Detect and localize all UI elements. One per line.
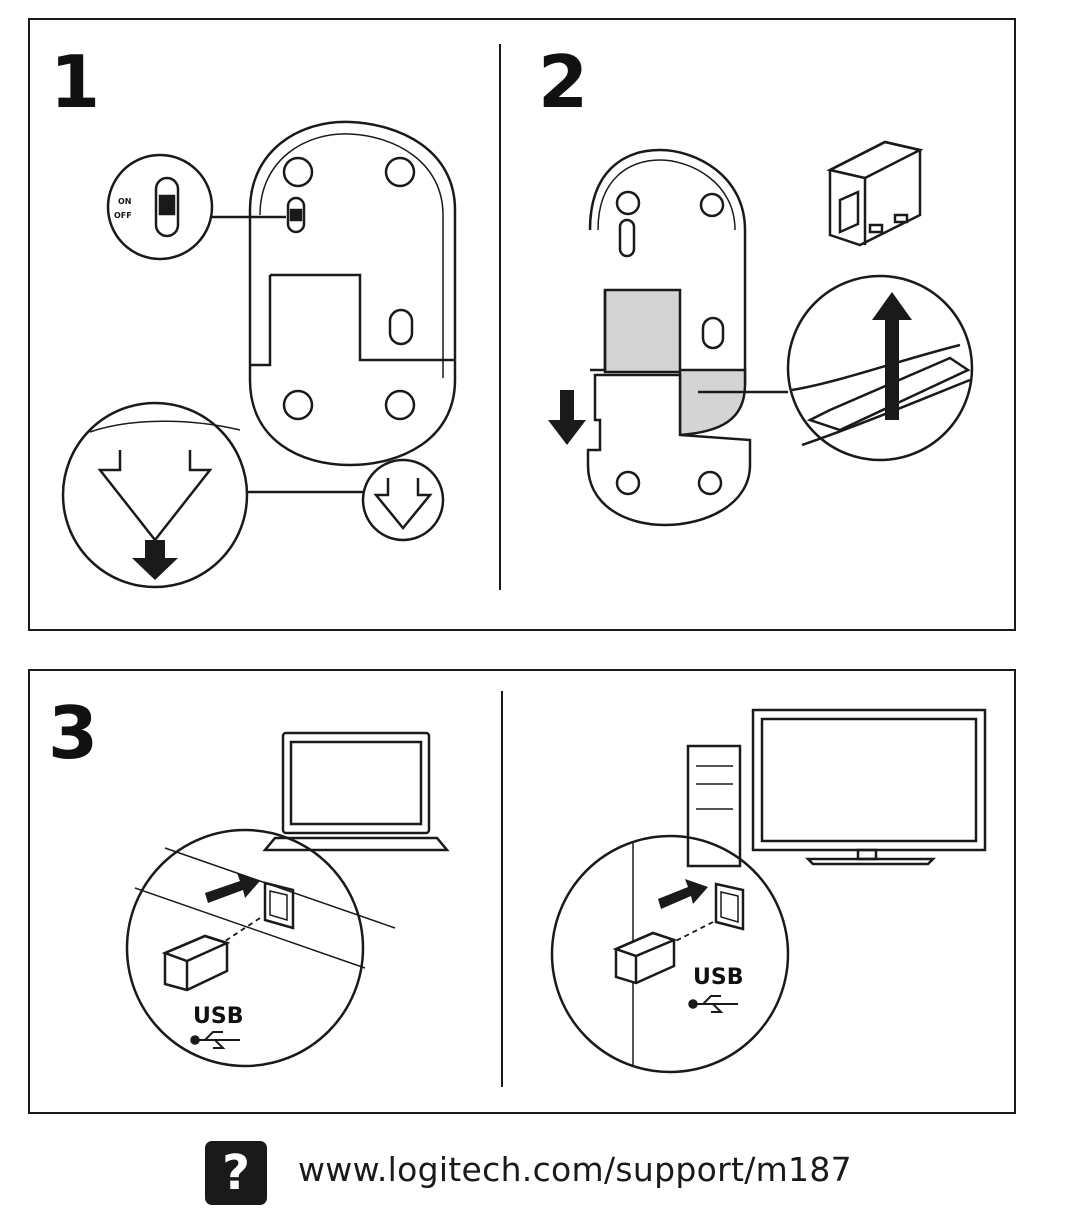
sensor-icon [703, 318, 723, 348]
mouse-foot [284, 158, 312, 186]
step-2-illustration [540, 120, 1000, 540]
step-1-number: 1 [50, 46, 100, 118]
desktop-usb-illustration: USB [548, 704, 998, 1074]
mouse-foot [617, 192, 639, 214]
down-arrow-icon [132, 540, 178, 580]
laptop-screen [283, 733, 429, 833]
mouse-foot [386, 158, 414, 186]
mouse-foot [701, 194, 723, 216]
usb-port [265, 883, 293, 928]
power-switch [620, 220, 634, 256]
sensor-icon [390, 310, 412, 344]
usb-label-right: USB [693, 965, 743, 990]
mouse-foot [284, 391, 312, 419]
panel-divider [501, 691, 503, 1087]
step-3-number: 3 [48, 697, 98, 769]
monitor-screen [753, 710, 985, 850]
usb-port [716, 884, 743, 929]
mouse-underside [250, 122, 455, 465]
support-url-link[interactable]: www.logitech.com/support/m187 [298, 1150, 852, 1189]
up-arrow-icon [872, 292, 912, 420]
usb-label-left: USB [193, 1004, 243, 1029]
switch-off-label: OFF [114, 211, 132, 220]
down-arrow-icon [548, 390, 586, 445]
step-1-illustration: ON OFF [60, 110, 480, 590]
switch-on-label: ON [118, 197, 132, 206]
monitor-stand [858, 850, 876, 859]
usb-receiver [165, 936, 227, 990]
panel-divider [499, 44, 501, 590]
laptop-usb-illustration: USB [95, 728, 465, 1078]
usb-symbol-icon [195, 1032, 240, 1048]
usb-receiver [616, 933, 674, 983]
usb-port-zoom-circle [127, 830, 363, 1066]
mouse-foot [386, 391, 414, 419]
usb-symbol-icon [693, 996, 738, 1012]
insert-arrow-icon [658, 879, 708, 909]
help-question-icon: ? [205, 1141, 267, 1205]
step-2-number: 2 [538, 46, 588, 118]
desktop-tower [688, 746, 740, 866]
